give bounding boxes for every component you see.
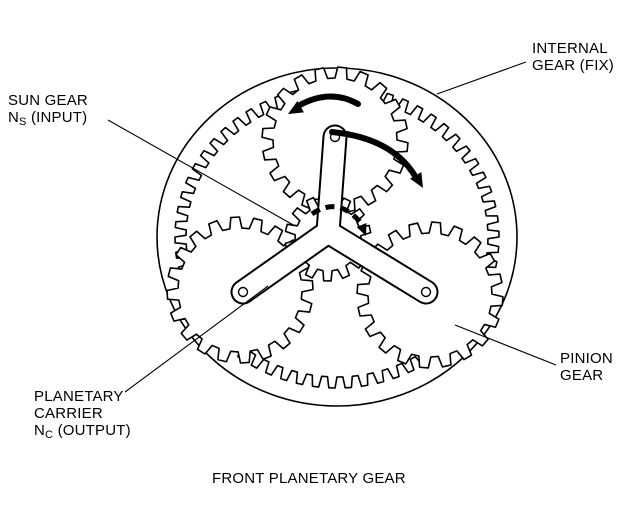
pinion-gear-leader: [454, 324, 557, 366]
carrier-subscript: C: [45, 429, 54, 441]
carrier-leader: [124, 285, 269, 393]
carrier-arm-right-pin: [420, 286, 432, 298]
pinion-gear-line2: GEAR: [560, 367, 604, 384]
carrier-role: (OUTPUT): [53, 422, 131, 439]
sun-rotation-arrowhead: [356, 223, 367, 236]
pinion-gear-label: PINION GEAR: [560, 350, 613, 384]
sun-gear-title: SUN GEAR: [8, 92, 88, 109]
sun-gear-label: SUN GEAR NS (INPUT): [8, 92, 88, 128]
carrier-symbol: N: [34, 422, 46, 439]
carrier-arm-top-fill: [317, 126, 346, 243]
planetary-carrier-label: PLANETARY CARRIER NC (OUTPUT): [34, 388, 131, 441]
sun-subscript: S: [19, 116, 27, 128]
sun-symbol: N: [8, 109, 20, 126]
internal-gear-label: INTERNAL GEAR (FIX): [532, 40, 614, 74]
pinion-gear-line1: PINION: [560, 350, 613, 367]
internal-gear-line2: GEAR (FIX): [532, 57, 615, 74]
carrier-rotation-arrowhead: [410, 172, 423, 188]
carrier-line1: PLANETARY: [34, 388, 124, 405]
leader-lines: [107, 61, 557, 393]
internal-gear-teeth: [174, 85, 500, 389]
carrier-hub: [318, 222, 338, 242]
carrier-arm-right-fill: [317, 221, 437, 303]
pinion-rotation-arrow-shaft: [295, 93, 361, 109]
planetary-carrier: [230, 124, 439, 305]
internal-gear-leader: [436, 61, 527, 95]
carrier-line2: CARRIER: [34, 405, 103, 422]
carrier-arm-left-fill: [232, 221, 339, 303]
rotation-arrows: [288, 93, 423, 236]
internal-gear-line1: INTERNAL: [532, 40, 608, 57]
carrier-arm-left-pin: [237, 286, 249, 298]
carrier-rotation-arrow-shaft: [329, 129, 418, 179]
sun-gear-speed: NS (INPUT): [8, 109, 88, 128]
sun-gear-leader: [107, 119, 296, 227]
sun-rotation-arrow-shaft: [310, 204, 362, 224]
sun-role: (INPUT): [26, 109, 88, 126]
pinion-rotation-arrowhead: [288, 101, 304, 114]
carrier-speed: NC (OUTPUT): [34, 422, 131, 441]
figure-caption: FRONT PLANETARY GEAR: [212, 470, 406, 487]
